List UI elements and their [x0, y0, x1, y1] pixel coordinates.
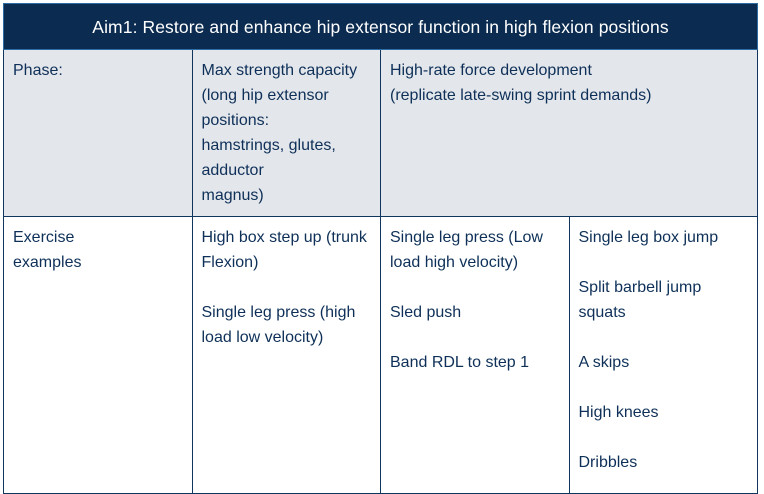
phase-hrfd-cell: High-rate force development (replicate l… — [380, 49, 758, 217]
phase-line: magnus) — [201, 187, 264, 204]
exercise-label-line: Exercise — [13, 229, 75, 246]
paragraph-spacer — [390, 325, 560, 350]
phase-line: hamstrings, glutes, adductor — [201, 137, 336, 179]
list-item: Split barbell jump squats — [578, 279, 702, 321]
table-row: Phase: Max strength capacity (long hip e… — [3, 49, 758, 217]
phase-line: High-rate force development — [390, 62, 592, 79]
phase-line: Max strength capacity — [201, 62, 358, 79]
paragraph-spacer — [579, 325, 749, 350]
list-item: Band RDL to step 1 — [390, 354, 530, 371]
aim-table-wrapper: Aim1: Restore and enhance hip extensor f… — [3, 3, 758, 494]
page-title: Aim1: Restore and enhance hip extensor f… — [92, 16, 669, 37]
banner-cell: Aim1: Restore and enhance hip extensor f… — [3, 3, 758, 50]
list-item: Single leg box jump — [578, 229, 719, 246]
paragraph-spacer — [202, 275, 372, 300]
exercise-col-max-strength: High box step up (trunk Flexion) Single … — [191, 216, 381, 494]
paragraph-spacer — [579, 375, 749, 400]
table-banner-row: Aim1: Restore and enhance hip extensor f… — [3, 3, 758, 50]
list-item: Sled push — [390, 304, 462, 321]
list-item: High box step up (trunk Flexion) — [201, 229, 367, 271]
list-item: High knees — [578, 404, 659, 421]
aim-table: Aim1: Restore and enhance hip extensor f… — [3, 3, 758, 494]
list-item: Single leg press (high load low velocity… — [201, 304, 356, 346]
exercise-col-hrfd-a: Single leg press (Low load high velocity… — [380, 216, 570, 494]
phase-line: (long hip extensor positions: — [201, 87, 329, 129]
list-item: Dribbles — [578, 454, 638, 471]
exercise-label-cell: Exercise examples — [3, 216, 193, 494]
phase-max-strength-cell: Max strength capacity (long hip extensor… — [191, 49, 381, 217]
table-row: Exercise examples High box step up (trun… — [3, 216, 758, 494]
paragraph-spacer — [390, 275, 560, 300]
exercise-col-hrfd-b: Single leg box jump Split barbell jump s… — [568, 216, 758, 494]
phase-label-cell: Phase: — [3, 49, 193, 217]
paragraph-spacer — [579, 250, 749, 275]
phase-line: (replicate late-swing sprint demands) — [390, 87, 652, 104]
phase-label-text: Phase: — [13, 62, 63, 79]
screenshot-root: Aim1: Restore and enhance hip extensor f… — [3, 3, 758, 494]
list-item: A skips — [578, 354, 630, 371]
list-item: Single leg press (Low load high velocity… — [390, 229, 543, 271]
paragraph-spacer — [579, 425, 749, 450]
exercise-label-line: examples — [13, 254, 82, 271]
